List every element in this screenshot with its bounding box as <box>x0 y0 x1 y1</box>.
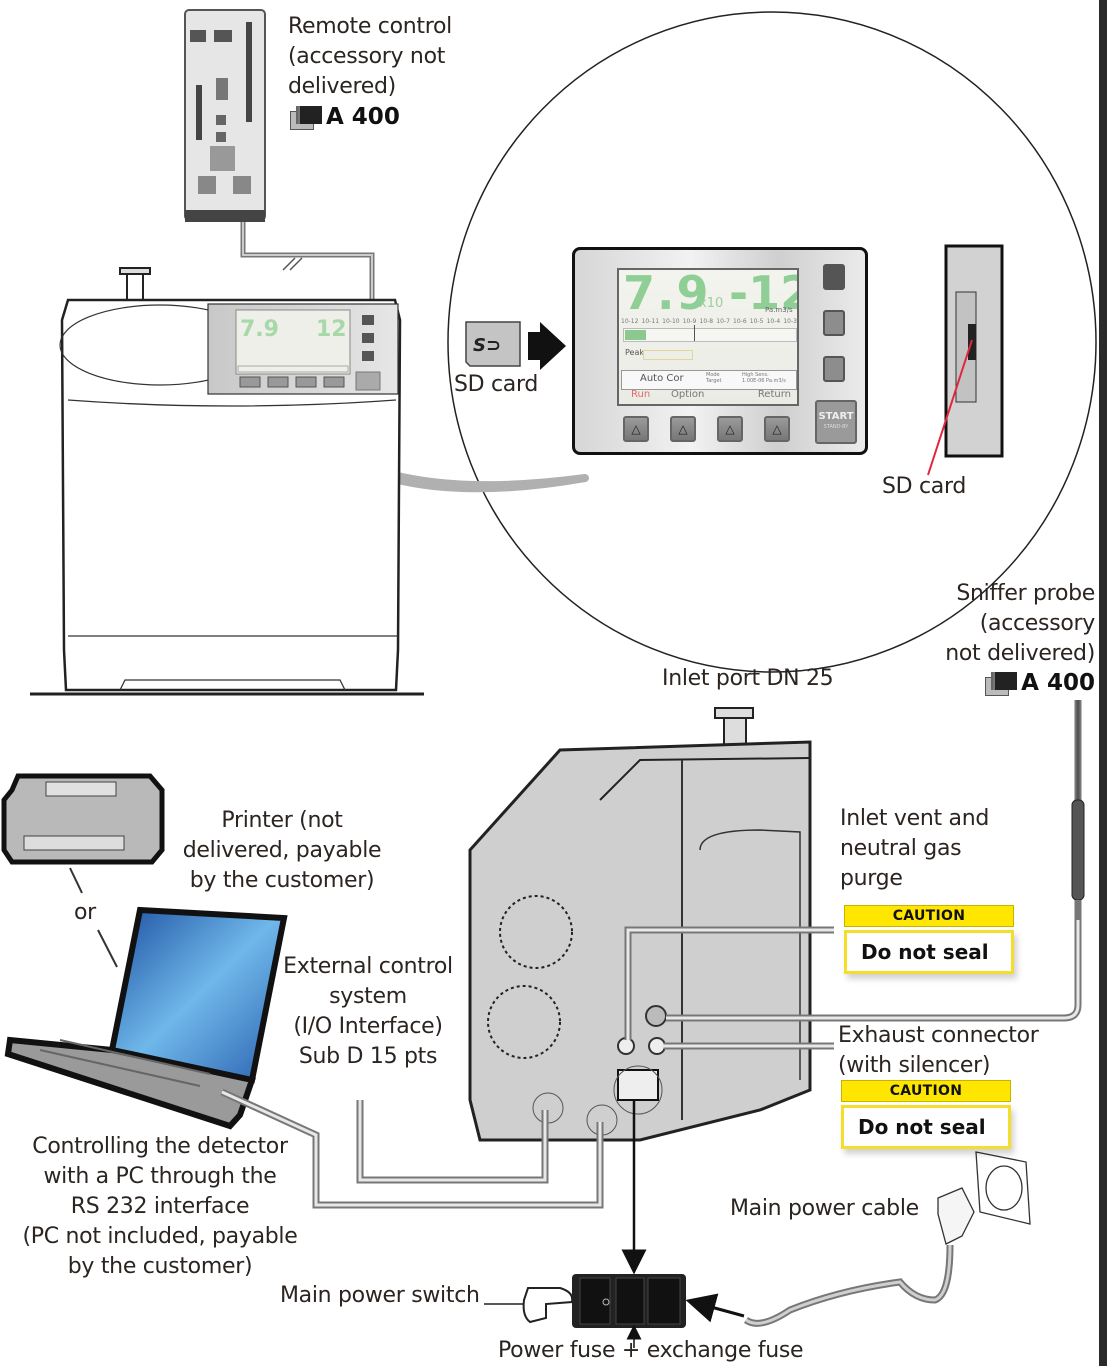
scale-tick: 10-9 <box>682 318 697 325</box>
status-value: 1.00E-06 Pa.m3/s <box>742 378 786 384</box>
scale-tick: 10-3 <box>783 318 797 325</box>
leak-threshold-marker <box>694 325 695 341</box>
sd-card-icon: S⊃ <box>465 321 566 370</box>
svg-text:7.9: 7.9 <box>240 317 279 342</box>
start-sub-label: STAND-BY <box>823 424 849 430</box>
exhaust-label: Exhaust connector (with silencer) <box>838 1023 1039 1078</box>
softkey-option: Option <box>671 389 705 400</box>
power-module-illustration <box>484 1100 745 1348</box>
softkey-button-3[interactable]: △ <box>717 416 743 442</box>
page-edge-bar <box>1099 0 1107 1366</box>
printer-label: Printer (not delivered, payable by the c… <box>182 808 382 893</box>
sniffer-probe-label: Sniffer probe (accessory not delivered) <box>945 581 1095 666</box>
caution-header: CAUTION <box>841 1080 1011 1102</box>
remote-control-illustration <box>184 9 375 310</box>
menu-button[interactable] <box>823 356 845 382</box>
caution-inlet-vent: CAUTION Do not seal <box>844 905 1014 974</box>
softkey-button-2[interactable]: △ <box>670 416 696 442</box>
inlet-vent-label: Inlet vent and neutral gas purge <box>840 806 990 891</box>
scale-tick: 10-6 <box>733 318 747 325</box>
caution-text: Do not seal <box>841 1105 1011 1149</box>
sd-card-label-left: SD card <box>454 372 538 397</box>
status-auto-cor: Auto Cor <box>640 373 684 384</box>
caution-text: Do not seal <box>844 930 1014 974</box>
manual-book-icon <box>290 106 322 130</box>
zero-button[interactable] <box>823 310 845 336</box>
peak-bar <box>643 350 693 360</box>
scale-tick: 10-8 <box>699 318 714 325</box>
leak-level-bar <box>623 325 797 342</box>
zoom-circle <box>447 11 1097 673</box>
softkey-button-1[interactable]: △ <box>623 416 649 442</box>
start-button[interactable]: START STAND-BY <box>815 400 857 444</box>
external-control-label: External control system (I/O Interface) … <box>283 954 453 1069</box>
softkey-run: Run <box>631 389 651 400</box>
scale-tick: 10-5 <box>749 318 764 325</box>
leak-rate-exponent: -12 <box>729 268 797 320</box>
svg-text:12: 12 <box>316 317 347 342</box>
sniffer-button[interactable] <box>823 264 845 290</box>
caution-header: CAUTION <box>844 905 1014 927</box>
detector-front-illustration: 7.9 12 <box>30 267 424 696</box>
softkey-labels: Run Option Return <box>621 389 795 403</box>
pc-control-label: Controlling the detector with a PC throu… <box>22 1134 298 1279</box>
leak-level-fill <box>625 330 646 340</box>
cables <box>220 700 1082 1327</box>
sd-card-label-right: SD card <box>882 474 966 499</box>
scale-tick: 10-4 <box>766 318 781 325</box>
caution-exhaust: CAUTION Do not seal <box>841 1080 1011 1149</box>
main-power-switch-label: Main power switch <box>280 1283 480 1308</box>
leak-rate-mantissa: 7.9 <box>623 268 711 320</box>
display-side-view <box>927 244 1004 476</box>
peak-label: Peak <box>625 348 644 357</box>
power-socket-illustration <box>937 1151 1031 1245</box>
status-sens: High Sens. <box>742 372 769 378</box>
display-panel: 7.9 x10 -12 Pa.m3/s 10-12 10-11 10-10 10… <box>572 247 868 455</box>
status-mode: Mode <box>706 372 720 378</box>
start-label: START <box>818 411 854 422</box>
reference-code: A 400 <box>326 104 400 130</box>
display-screen: 7.9 x10 -12 Pa.m3/s 10-12 10-11 10-10 10… <box>617 268 799 406</box>
printer-illustration <box>1 773 165 968</box>
main-power-cable-label: Main power cable <box>730 1196 919 1221</box>
inlet-port-label: Inlet port DN 25 <box>662 666 834 691</box>
softkey-return: Return <box>757 389 791 400</box>
detector-rear-illustration <box>468 707 812 1142</box>
softkey-button-4[interactable]: △ <box>764 416 790 442</box>
power-fuse-label: Power fuse + exchange fuse <box>498 1338 804 1363</box>
svg-text:S⊃: S⊃ <box>473 335 501 356</box>
remote-control-label: Remote control (accessory not delivered) <box>288 14 452 99</box>
scale-tick: 10-10 <box>662 318 680 325</box>
manual-book-icon <box>985 672 1018 696</box>
scale-tick: 10-11 <box>641 318 660 325</box>
status-sens-value: High Sens.1.00E-06 Pa.m3/s <box>742 372 786 384</box>
leak-rate-multiplier: x10 <box>699 296 724 311</box>
or-label: or <box>74 900 96 925</box>
laptop-illustration <box>4 906 288 1130</box>
remote-control-reference: A 400 <box>290 104 400 130</box>
scale-tick: 10-7 <box>716 318 730 325</box>
reference-code: A 400 <box>1021 670 1095 696</box>
leak-rate-unit: Pa.m3/s <box>765 306 793 314</box>
scale-tick: 10-12 <box>621 318 639 325</box>
sniffer-probe-illustration <box>1071 700 1085 920</box>
sniffer-probe-reference: A 400 <box>985 670 1095 696</box>
status-target: Target <box>706 378 722 384</box>
leak-scale: 10-12 10-11 10-10 10-9 10-8 10-7 10-6 10… <box>621 318 797 325</box>
